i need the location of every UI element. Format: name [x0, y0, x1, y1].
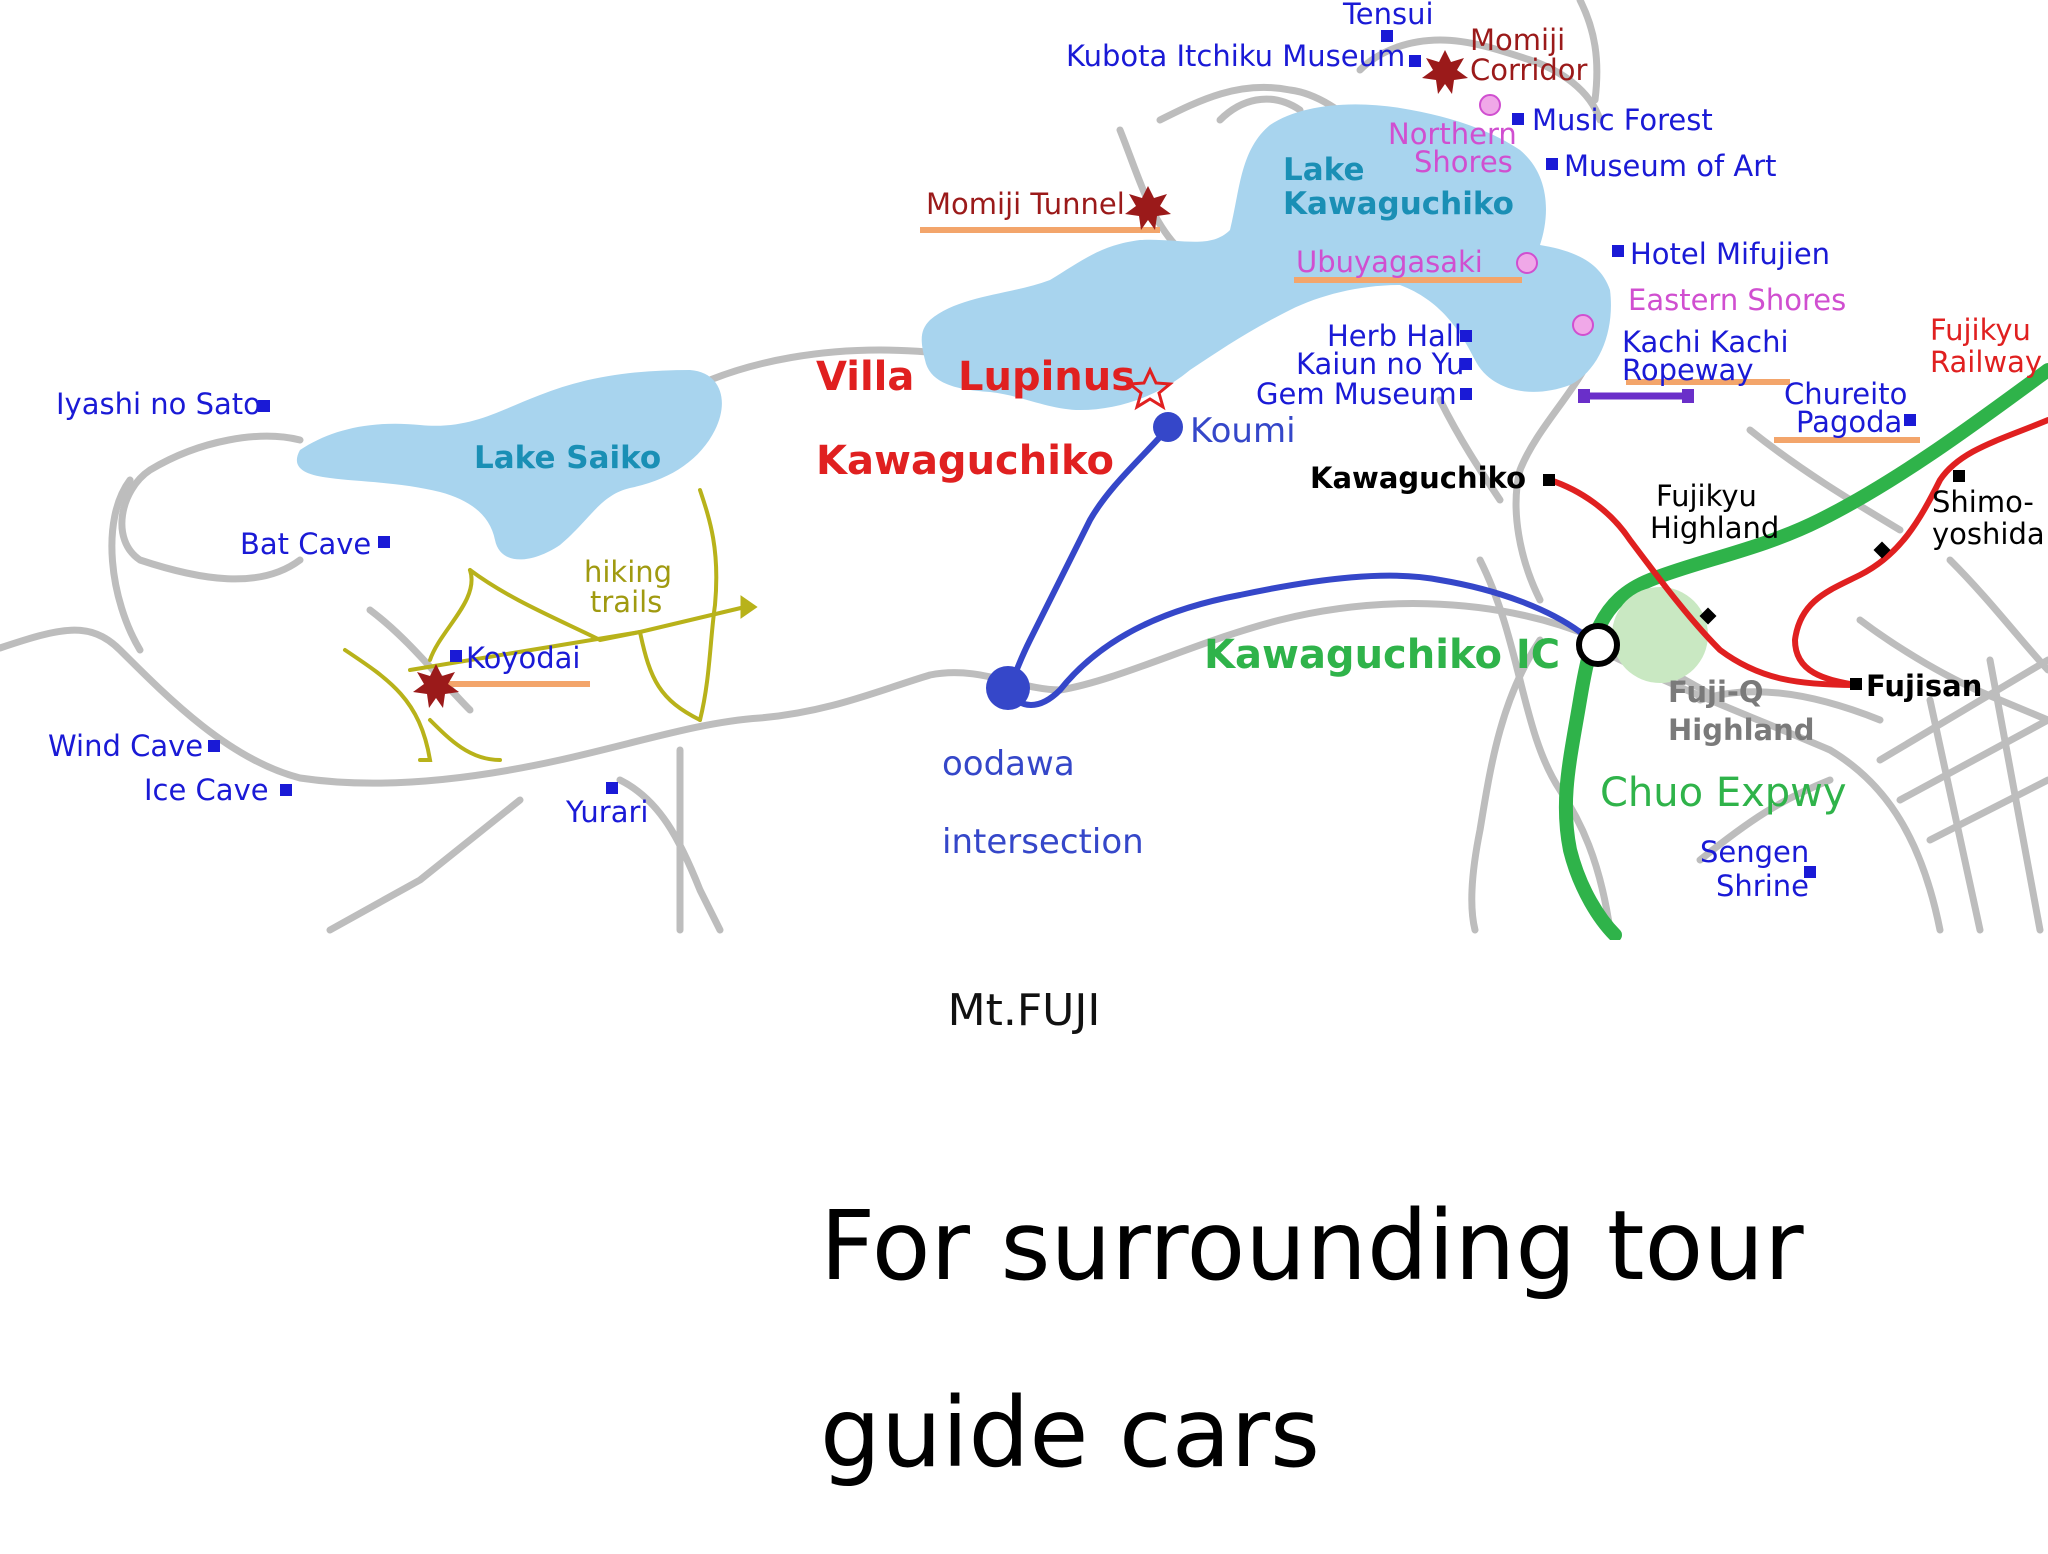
hiking-trails — [343, 488, 747, 762]
oodawa-intersection-point — [986, 666, 1030, 710]
koumi-point — [1153, 412, 1183, 442]
fuji-q-highland-label: Fuji-Q — [1668, 675, 1764, 709]
bat-cave-label: Bat Cave — [240, 527, 371, 561]
momiji-corridor-label-2: Corridor — [1470, 53, 1588, 87]
kawaguchiko-ic-label: Kawaguchiko IC — [1204, 632, 1560, 678]
chuo-expwy-label: Chuo Expwy — [1600, 770, 1847, 816]
gem-museum-label: Gem Museum — [1256, 377, 1457, 411]
momiji-tunnel-label: Momiji Tunnel — [926, 187, 1125, 221]
tagline-line-2: guide cars — [820, 1377, 1321, 1489]
place-markers — [208, 30, 1916, 878]
tagline-line-1: For surrounding tour — [820, 1190, 1804, 1302]
iyashi-label: Iyashi no Sato — [56, 387, 261, 421]
ice-cave-label: Ice Cave — [144, 773, 269, 807]
fujikyu-railway-line — [1547, 417, 2048, 688]
momiji-corridor-label: Momiji — [1470, 23, 1565, 57]
shimoyoshida-label: Shimo- — [1932, 485, 2034, 519]
rail-markers — [1699, 541, 1891, 625]
fujikyu-highland-station-label-2: Highland — [1650, 511, 1779, 545]
fujikyu-railway-label-2: Railway — [1930, 345, 2042, 379]
roads — [0, 0, 2048, 934]
chuo-expressway-line — [1558, 363, 2048, 940]
lake-kawaguchiko-label-2: Kawaguchiko — [1283, 186, 1514, 222]
fuji-q-highland-area — [1612, 587, 1708, 683]
area-map: Lake Saiko Lake Kawaguchiko Villa Lupinu… — [0, 0, 2048, 940]
lake-saiko — [296, 370, 722, 560]
shimoyoshida-label-2: yoshida — [1932, 517, 2045, 551]
lake-kawaguchiko — [921, 104, 1611, 410]
cherry-blossom-icon — [1479, 94, 1594, 336]
fujikyu-railway-label: Fujikyu — [1930, 313, 2031, 347]
chureito-label: Chureito — [1784, 377, 1907, 411]
kaiun-label: Kaiun no Yu — [1296, 347, 1464, 381]
northern-shores-label: Northern — [1388, 117, 1517, 151]
kawaguchiko-ic-marker — [1576, 623, 1620, 667]
lake-saiko-label: Lake Saiko — [474, 440, 661, 476]
northern-shores-label-2: Shores — [1414, 145, 1513, 179]
maple-leaf-icon — [1125, 186, 1171, 230]
yurari-label: Yurari — [565, 795, 648, 829]
wind-cave-label: Wind Cave — [48, 729, 203, 763]
hiking-trails-label: hiking — [584, 555, 672, 589]
hiking-trails-label-2: trails — [590, 585, 662, 619]
villa-label-villa: Villa — [816, 354, 914, 400]
sengen-shrine-label-2: Shrine — [1716, 869, 1809, 903]
fujikyu-highland-station-label: Fujikyu — [1656, 479, 1757, 513]
kachi-kachi-label: Kachi Kachi — [1622, 325, 1789, 359]
museum-of-art-label: Museum of Art — [1564, 149, 1777, 183]
villa-label-kawaguchiko: Kawaguchiko — [816, 438, 1114, 484]
music-forest-label: Music Forest — [1532, 103, 1713, 137]
highlight-underlines — [448, 227, 1920, 687]
trail-arrowhead — [740, 595, 758, 619]
ropeway-label: Ropeway — [1622, 353, 1754, 387]
herb-hall-label: Herb Hall — [1327, 319, 1462, 353]
sengen-shrine-label: Sengen — [1700, 835, 1809, 869]
station-markers — [1543, 470, 1965, 690]
koumi-label: Koumi — [1190, 411, 1296, 451]
kubota-label: Kubota Itchiku Museum — [1066, 39, 1405, 73]
lake-kawaguchiko-label: Lake — [1283, 152, 1364, 188]
koyodai-label: Koyodai — [466, 641, 580, 675]
mt-fuji-caption: Mt.FUJI — [947, 985, 1101, 1036]
lakes — [296, 104, 1611, 560]
guide-route — [1005, 425, 1583, 708]
maple-leaf-icon — [1422, 50, 1468, 94]
kawaguchiko-station-label: Kawaguchiko — [1310, 461, 1526, 495]
oodawa-label: oodawa — [942, 744, 1075, 784]
villa-label-lupinus: Lupinus — [958, 354, 1135, 400]
pagoda-label: Pagoda — [1796, 405, 1902, 439]
hotel-label: Hotel Mifujien — [1630, 237, 1830, 271]
intersection-label: intersection — [942, 822, 1144, 862]
ubuyagasaki-label: Ubuyagasaki — [1296, 245, 1483, 279]
fuji-q-highland-label-2: Highland — [1668, 713, 1815, 747]
villa-star-icon — [1126, 366, 1174, 411]
fujisan-station-label: Fujisan — [1866, 669, 1982, 703]
tensui-label: Tensui — [1342, 0, 1434, 31]
eastern-shores-label: Eastern Shores — [1628, 283, 1846, 317]
maple-leaf-icon — [413, 664, 459, 708]
